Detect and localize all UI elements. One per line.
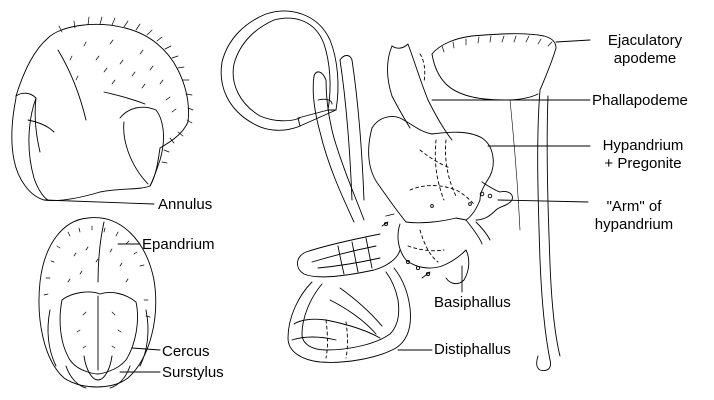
label-arm-line2: hypandrium <box>594 216 674 233</box>
label-cercus: Cercus <box>162 343 210 360</box>
annulus-lateral-view <box>11 16 194 205</box>
label-annulus: Annulus <box>158 196 213 213</box>
label-basiphallus: Basiphallus <box>434 294 511 311</box>
label-ejaculatory-line2: apodeme <box>613 50 677 67</box>
label-arm-of-hypandrium: "Arm" of hypandrium <box>586 198 682 234</box>
label-hypandrium-line1: Hypandrium <box>602 137 684 154</box>
epandrium-posterior-view <box>38 217 161 389</box>
label-phallapodeme: Phallapodeme <box>592 92 688 109</box>
label-hypandrium-line2: + Pregonite <box>604 155 682 172</box>
label-ejaculatory-line1: Ejaculatory <box>607 32 683 49</box>
label-arm-line1: "Arm" of <box>606 198 662 215</box>
label-epandrium: Epandrium <box>142 236 215 253</box>
phallic-complex-view <box>220 10 591 371</box>
label-ejaculatory-apodeme: Ejaculatory apodeme <box>588 32 702 68</box>
label-hypandrium-pregonite: Hypandrium + Pregonite <box>590 137 696 173</box>
label-surstylus: Surstylus <box>162 364 224 381</box>
label-distiphallus: Distiphallus <box>434 341 511 358</box>
